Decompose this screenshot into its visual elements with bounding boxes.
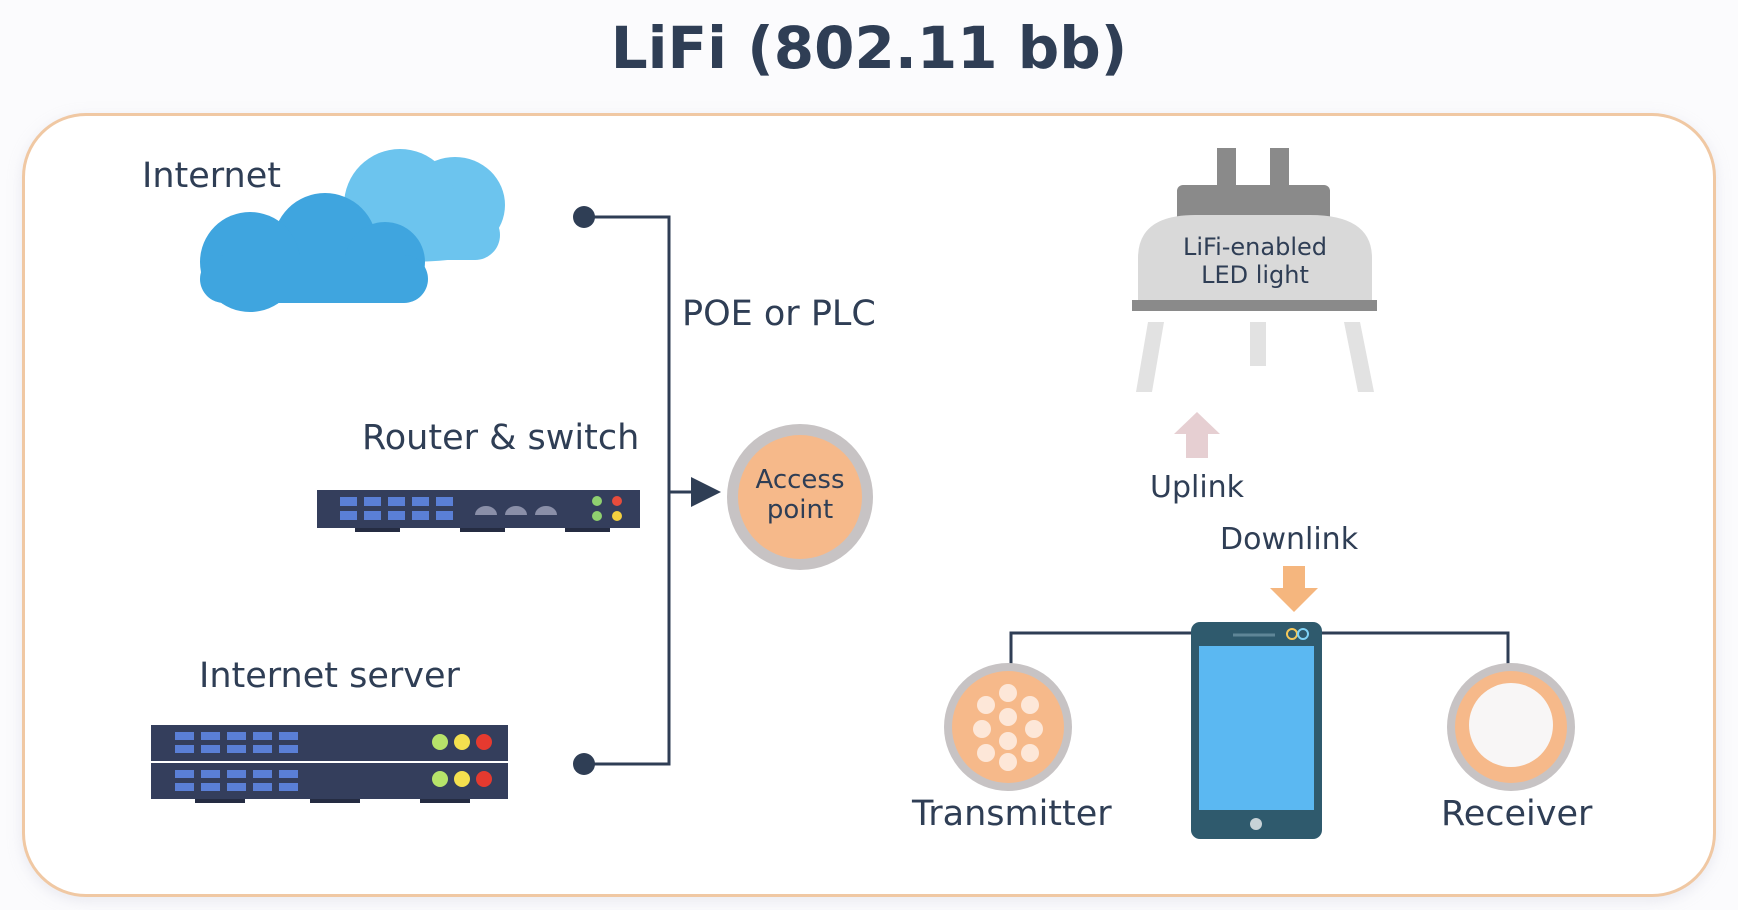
internet-server-icon <box>151 725 508 803</box>
receiver-icon <box>1447 663 1575 791</box>
router-switch-label: Router & switch <box>362 418 640 458</box>
poe-plc-label: POE or PLC <box>682 294 876 334</box>
cloud-icon <box>200 149 505 312</box>
led-light-label-line2: LED light <box>1201 260 1309 289</box>
access-point-label-line1: Access <box>755 465 845 495</box>
led-light-label: LiFi-enabled LED light <box>1160 233 1350 289</box>
access-point-icon <box>727 424 873 570</box>
router-switch-icon <box>317 490 640 532</box>
downlink-arrow-icon <box>1270 566 1318 612</box>
led-light-label-line1: LiFi-enabled <box>1182 233 1327 261</box>
access-point-label-line2: point <box>766 494 834 525</box>
transmitter-label: Transmitter <box>912 794 1112 834</box>
device-connector-lines <box>1009 631 1510 666</box>
uplink-label: Uplink <box>1150 470 1245 505</box>
uplink-arrow-icon <box>1174 412 1220 458</box>
internet-label: Internet <box>142 156 281 196</box>
internet-server-label: Internet server <box>199 656 460 696</box>
page-title: LiFi (802.11 bb) <box>610 14 1128 82</box>
receiver-label: Receiver <box>1441 794 1593 834</box>
transmitter-icon <box>944 663 1072 791</box>
network-connector-lines <box>573 206 721 775</box>
led-lamp-icon <box>1132 148 1377 392</box>
smartphone-icon <box>1191 622 1322 839</box>
downlink-label: Downlink <box>1220 522 1359 557</box>
access-point-label: Access point <box>730 465 870 526</box>
